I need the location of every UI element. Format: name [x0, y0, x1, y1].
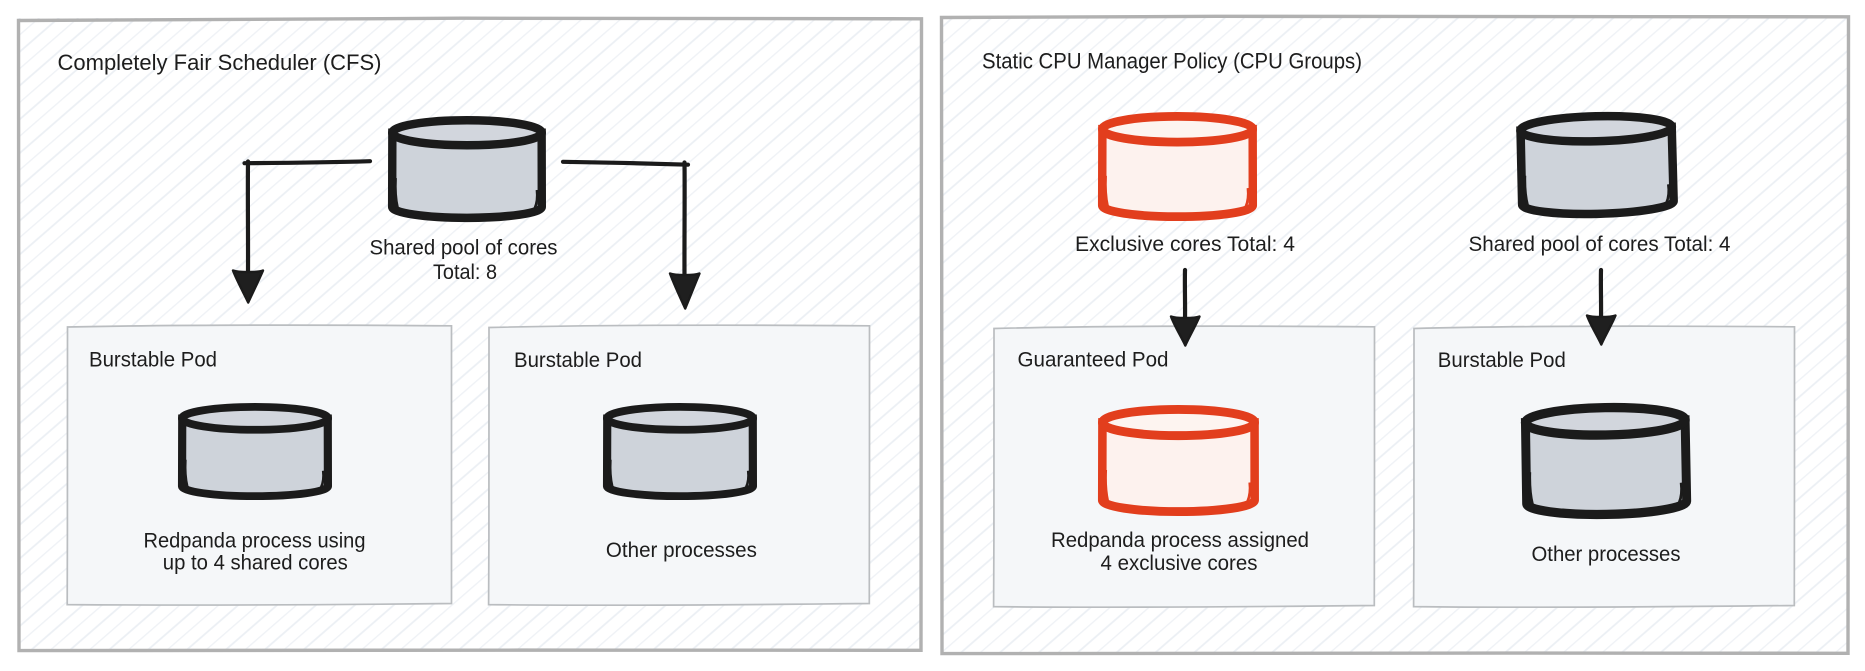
svg-text:Shared pool of cores: Shared pool of cores: [370, 237, 558, 260]
svg-text:Burstable Pod: Burstable Pod: [514, 349, 642, 372]
svg-text:Shared pool of cores Total: 4: Shared pool of cores Total: 4: [1469, 233, 1731, 256]
svg-text:Burstable Pod: Burstable Pod: [89, 349, 217, 372]
svg-text:up to 4 shared cores: up to 4 shared cores: [163, 552, 348, 575]
svg-text:Redpanda process using: Redpanda process using: [144, 530, 366, 553]
svg-text:Redpanda process assigned: Redpanda process assigned: [1051, 529, 1309, 552]
svg-text:Burstable Pod: Burstable Pod: [1438, 349, 1566, 372]
svg-text:Exclusive cores Total: 4: Exclusive cores Total: 4: [1075, 233, 1295, 256]
svg-text:Completely Fair Scheduler (CFS: Completely Fair Scheduler (CFS): [58, 50, 382, 75]
svg-text:Other processes: Other processes: [606, 539, 757, 562]
svg-text:Total: 8: Total: 8: [433, 261, 497, 284]
svg-text:Guaranteed Pod: Guaranteed Pod: [1018, 348, 1169, 371]
svg-text:Other processes: Other processes: [1532, 543, 1681, 566]
svg-text:4 exclusive cores: 4 exclusive cores: [1101, 552, 1258, 575]
svg-text:Static CPU Manager Policy (CPU: Static CPU Manager Policy (CPU Groups): [982, 49, 1362, 74]
